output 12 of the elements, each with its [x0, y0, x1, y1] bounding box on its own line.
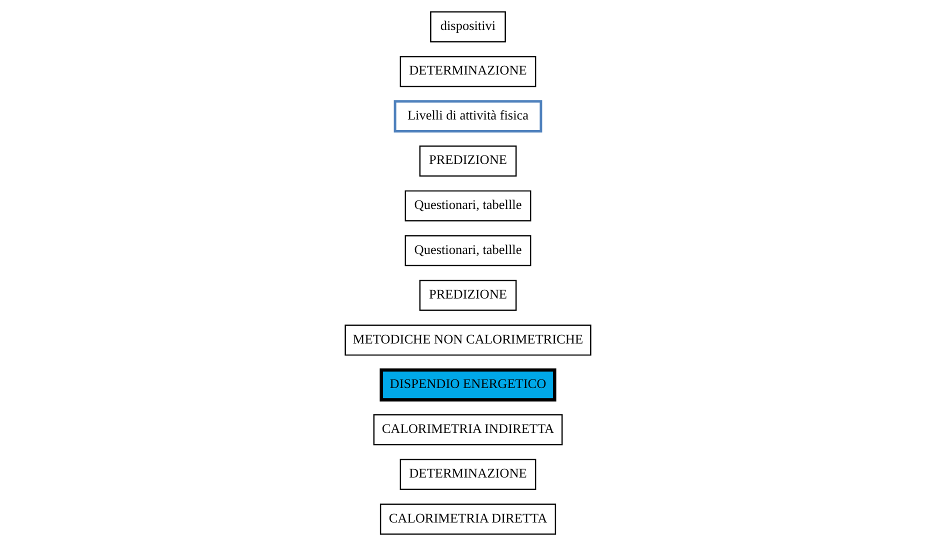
- node-box: DETERMINAZIONE: [400, 56, 536, 88]
- node-box: PREDIZIONE: [419, 146, 517, 177]
- node-box: Questionari, tabellle: [404, 190, 532, 222]
- node-box: DISPENDIO ENERGETICO: [380, 368, 556, 402]
- node-box: PREDIZIONE: [419, 280, 517, 311]
- node-box: Livelli di attività fisica: [394, 100, 542, 132]
- node-box: METODICHE NON CALORIMETRICHE: [344, 324, 592, 356]
- node-box: Questionari, tabellle: [404, 235, 532, 266]
- node-box: CALORIMETRIA INDIRETTA: [373, 414, 563, 446]
- node-box: DETERMINAZIONE: [400, 458, 536, 490]
- node-box: CALORIMETRIA DIRETTA: [380, 504, 556, 535]
- node-box: dispositivi: [430, 11, 506, 42]
